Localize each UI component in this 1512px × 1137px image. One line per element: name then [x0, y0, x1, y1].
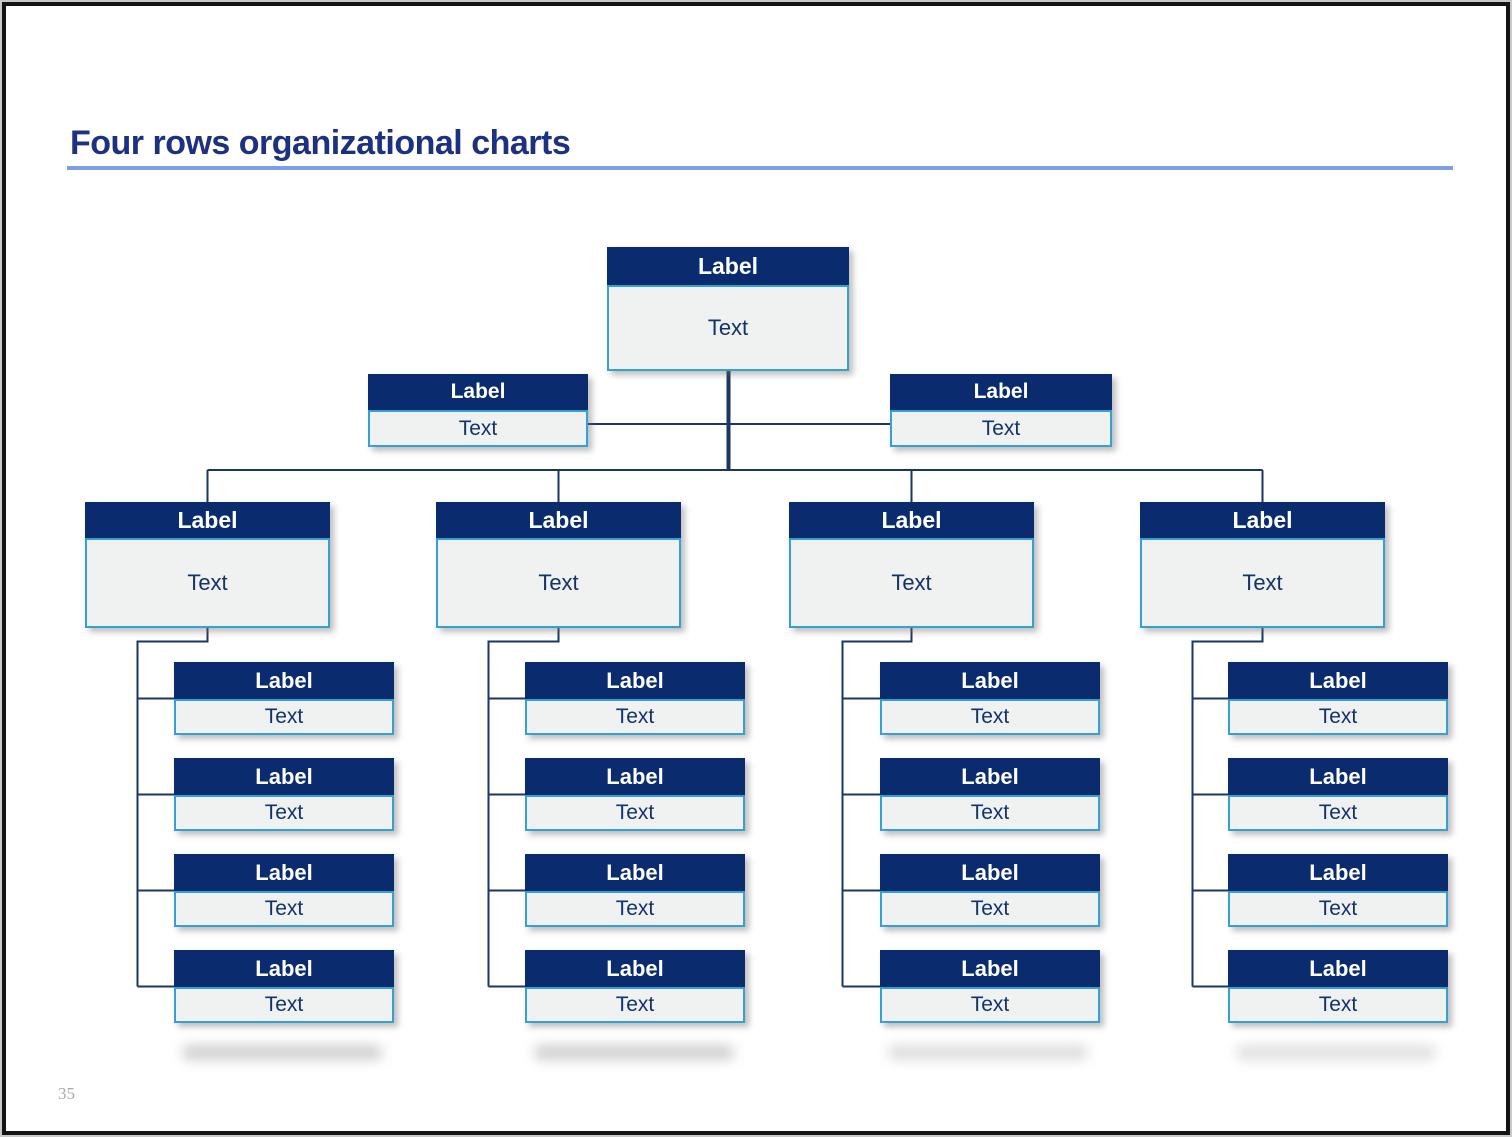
redacted-caption-bar: [534, 1045, 734, 1060]
slide-title: Four rows organizational charts: [70, 124, 571, 162]
org-node-child: Label Text: [1228, 854, 1448, 927]
org-node-body: Text: [1140, 538, 1385, 628]
org-node-header: Label: [174, 758, 394, 795]
org-node-body: Text: [525, 987, 745, 1023]
redacted-caption-bar: [888, 1045, 1088, 1060]
org-node-child: Label Text: [525, 854, 745, 927]
org-node-child: Label Text: [174, 854, 394, 927]
org-node-header: Label: [607, 247, 849, 285]
org-node-header: Label: [1228, 662, 1448, 699]
org-node-body: Text: [1228, 699, 1448, 735]
org-node-child: Label Text: [174, 662, 394, 735]
org-node-body: Text: [525, 699, 745, 735]
org-node-header: Label: [436, 502, 681, 538]
org-node-child: Label Text: [880, 758, 1100, 831]
org-node-header: Label: [880, 662, 1100, 699]
org-node-body: Text: [1228, 987, 1448, 1023]
org-node-assistant-right: Label Text: [890, 374, 1112, 447]
org-node-header: Label: [890, 374, 1112, 410]
org-node-root: Label Text: [607, 247, 849, 371]
org-node-child: Label Text: [525, 662, 745, 735]
org-node-body: Text: [789, 538, 1034, 628]
org-node-child: Label Text: [880, 854, 1100, 927]
org-node-body: Text: [174, 891, 394, 927]
org-node-body: Text: [436, 538, 681, 628]
org-node-branch-3: Label Text: [789, 502, 1034, 628]
redacted-caption-bar: [1236, 1045, 1436, 1060]
org-node-header: Label: [1228, 854, 1448, 891]
org-node-body: Text: [174, 795, 394, 831]
org-node-child: Label Text: [174, 758, 394, 831]
org-node-child: Label Text: [525, 758, 745, 831]
org-node-header: Label: [1228, 758, 1448, 795]
org-node-body: Text: [525, 795, 745, 831]
org-node-header: Label: [174, 950, 394, 987]
org-node-header: Label: [85, 502, 330, 538]
org-node-header: Label: [789, 502, 1034, 538]
org-node-header: Label: [1228, 950, 1448, 987]
org-node-child: Label Text: [1228, 950, 1448, 1023]
org-node-child: Label Text: [880, 950, 1100, 1023]
org-node-header: Label: [174, 854, 394, 891]
org-node-header: Label: [525, 950, 745, 987]
org-node-child: Label Text: [880, 662, 1100, 735]
redacted-caption-bar: [182, 1045, 382, 1060]
org-node-body: Text: [880, 699, 1100, 735]
org-node-header: Label: [1140, 502, 1385, 538]
org-node-header: Label: [880, 758, 1100, 795]
org-node-header: Label: [368, 374, 588, 410]
org-node-branch-1: Label Text: [85, 502, 330, 628]
org-node-child: Label Text: [1228, 758, 1448, 831]
org-node-body: Text: [1228, 795, 1448, 831]
org-node-child: Label Text: [174, 950, 394, 1023]
org-node-body: Text: [85, 538, 330, 628]
org-node-header: Label: [525, 758, 745, 795]
org-node-assistant-left: Label Text: [368, 374, 588, 447]
org-node-branch-2: Label Text: [436, 502, 681, 628]
org-node-body: Text: [174, 699, 394, 735]
page-number: 35: [58, 1084, 75, 1103]
org-node-header: Label: [525, 662, 745, 699]
org-node-body: Text: [525, 891, 745, 927]
org-node-header: Label: [525, 854, 745, 891]
org-node-header: Label: [880, 950, 1100, 987]
org-node-branch-4: Label Text: [1140, 502, 1385, 628]
org-node-body: Text: [880, 987, 1100, 1023]
org-node-body: Text: [607, 285, 849, 371]
org-node-child: Label Text: [1228, 662, 1448, 735]
title-underline: [67, 166, 1453, 170]
org-node-body: Text: [880, 891, 1100, 927]
org-node-body: Text: [1228, 891, 1448, 927]
org-node-body: Text: [880, 795, 1100, 831]
org-node-header: Label: [880, 854, 1100, 891]
org-node-child: Label Text: [525, 950, 745, 1023]
org-node-body: Text: [368, 410, 588, 447]
org-node-body: Text: [890, 410, 1112, 447]
org-node-body: Text: [174, 987, 394, 1023]
org-node-header: Label: [174, 662, 394, 699]
